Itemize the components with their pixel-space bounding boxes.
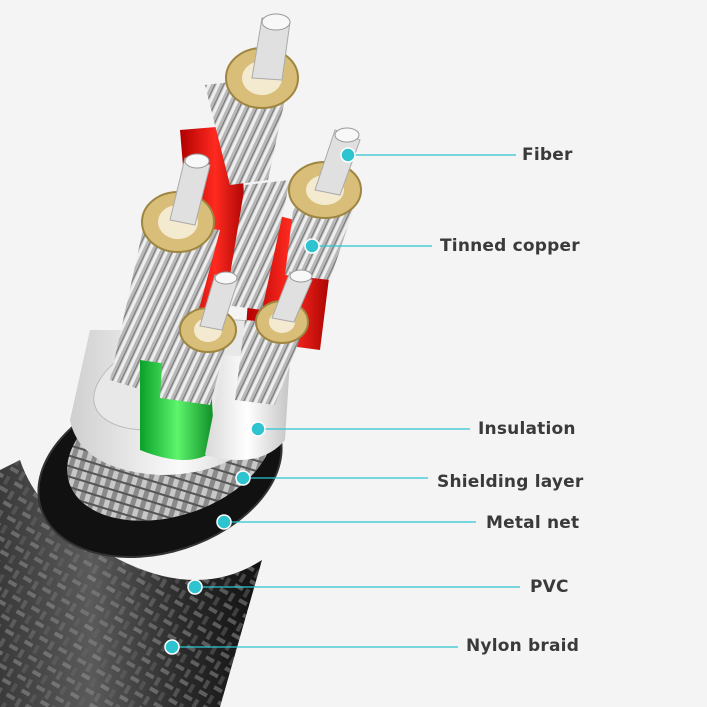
- nylon-braid-marker: [164, 639, 180, 655]
- label-tinned-copper: Tinned copper: [440, 236, 580, 256]
- metal-net-marker: [216, 514, 232, 530]
- label-insulation: Insulation: [478, 419, 576, 439]
- label-fiber: Fiber: [522, 145, 573, 165]
- label-pvc: PVC: [530, 577, 569, 597]
- pvc-marker: [187, 579, 203, 595]
- tinned-copper-marker: [304, 238, 320, 254]
- callout-lines: [172, 154, 520, 648]
- label-nylon-braid: Nylon braid: [466, 636, 580, 656]
- label-metal-net: Metal net: [486, 513, 580, 533]
- fiber-marker: [340, 147, 356, 163]
- callout-dots: [164, 147, 356, 655]
- insulation-marker: [250, 421, 266, 437]
- shielding-layer-marker: [235, 470, 251, 486]
- label-shielding-layer: Shielding layer: [437, 472, 584, 492]
